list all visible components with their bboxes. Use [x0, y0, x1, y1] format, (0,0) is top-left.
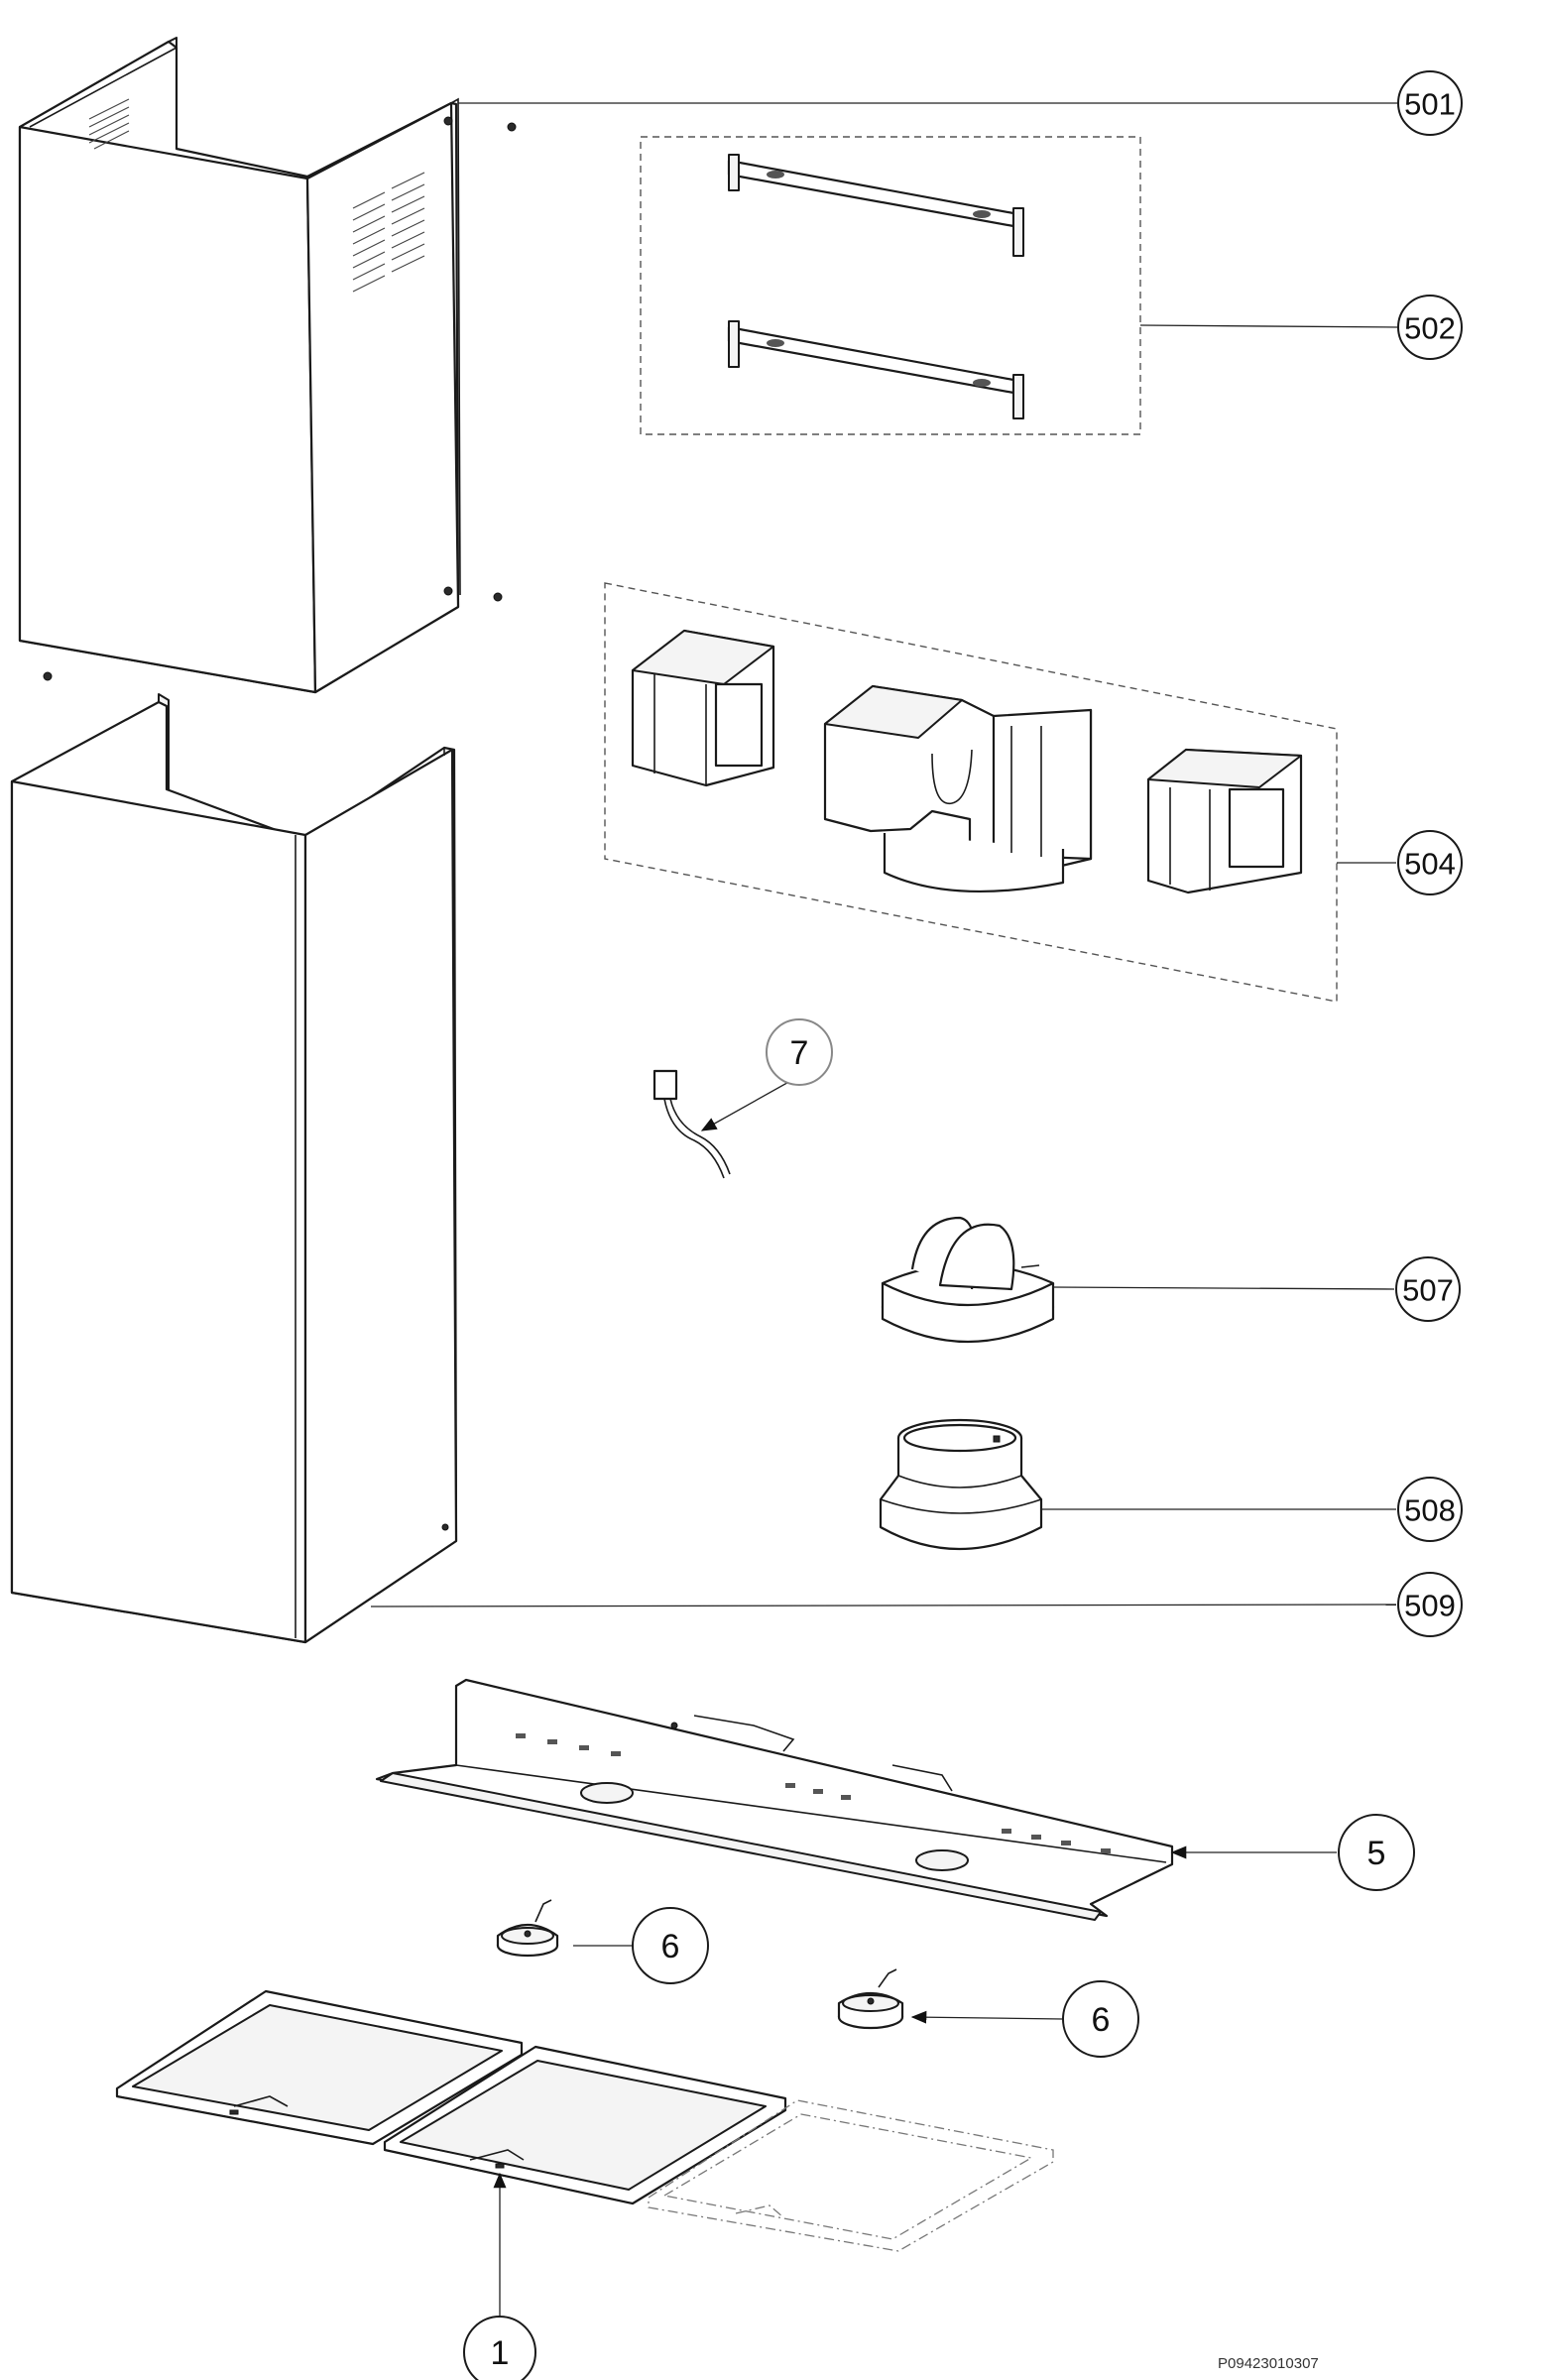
grease-filter-left — [115, 1989, 524, 2146]
callout-1: 1 — [463, 2316, 536, 2380]
callout-502-label: 502 — [1404, 311, 1456, 346]
square-duct-right — [1146, 748, 1303, 894]
callout-508: 508 — [1397, 1477, 1463, 1542]
y-junction-duct — [823, 684, 1093, 893]
duct-adaptor-kit — [604, 582, 1338, 1003]
callout-508-label: 508 — [1404, 1493, 1456, 1528]
callout-7: 7 — [766, 1018, 833, 1086]
callout-6-right: 6 — [1062, 1980, 1139, 2058]
callout-504-label: 504 — [1404, 847, 1456, 882]
connector-cable — [652, 1069, 731, 1179]
grease-filter-center — [383, 2045, 787, 2205]
callout-6-left: 6 — [632, 1907, 709, 1984]
callout-5-label: 5 — [1367, 1835, 1386, 1872]
side-vent-slots — [352, 172, 425, 293]
callout-507: 507 — [1395, 1256, 1461, 1322]
upper-chimney-cover — [18, 37, 517, 694]
callout-509: 509 — [1397, 1572, 1463, 1637]
callout-1-label: 1 — [491, 2334, 510, 2372]
callout-509-label: 509 — [1404, 1589, 1456, 1623]
grease-filter-phantom — [648, 2099, 1054, 2252]
callout-507-label: 507 — [1402, 1273, 1454, 1308]
check-valve — [881, 1216, 1055, 1344]
callout-501: 501 — [1397, 70, 1463, 136]
square-duct-left — [631, 629, 775, 787]
callout-6-left-label: 6 — [661, 1928, 680, 1965]
lamp-right — [837, 1968, 904, 2030]
bracket-kit — [640, 136, 1141, 435]
bracket-lower — [727, 320, 1024, 419]
callout-7-label: 7 — [790, 1034, 809, 1072]
callout-6-right-label: 6 — [1092, 2001, 1111, 2039]
leader-lines — [370, 102, 1399, 2319]
callout-5: 5 — [1338, 1814, 1415, 1891]
mounting-plate — [375, 1678, 1174, 1921]
callout-501-label: 501 — [1404, 87, 1456, 122]
bracket-upper — [727, 154, 1024, 257]
lower-chimney-cover — [10, 693, 458, 1644]
callout-502: 502 — [1397, 295, 1463, 360]
plate-slots — [516, 1733, 1111, 1853]
callout-504: 504 — [1397, 830, 1463, 895]
reducer-ring — [879, 1418, 1043, 1551]
back-vent-slots — [88, 98, 130, 150]
lamp-left — [496, 1899, 559, 1958]
reference-code: P09423010307 — [1218, 2355, 1319, 2372]
